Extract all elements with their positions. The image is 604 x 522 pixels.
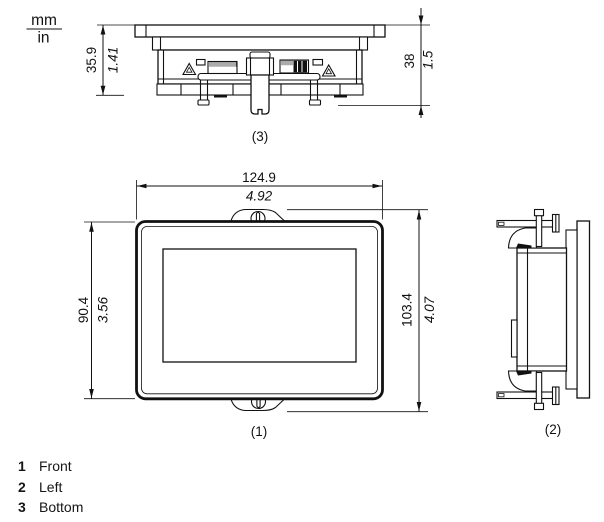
dim-depth-body-in: 1.41 [106, 47, 121, 73]
dim-depth-overall-in: 1.5 [421, 50, 436, 69]
technical-drawing: mm in [26, 8, 591, 439]
dimension-width: 124.9 4.92 [136, 170, 383, 220]
port-right [312, 58, 324, 66]
terminal-block-left [207, 60, 238, 75]
units-mm-label: mm [31, 12, 57, 29]
legend-item-bottom: 3 Bottom [18, 500, 83, 514]
dimension-depth-overall: 38 1.5 [338, 8, 436, 118]
foot-pad [334, 95, 347, 98]
side-bezel-front-plate [576, 220, 591, 399]
mounting-clamp-bottom [496, 370, 560, 411]
mounting-clamp-top [496, 208, 560, 249]
dimension-height-bezel: 90.4 3.56 [76, 221, 135, 400]
legend-label: Left [39, 478, 63, 495]
side-connector-tab [510, 319, 518, 358]
warning-triangle-right [321, 63, 336, 77]
units-in-label: in [37, 30, 49, 47]
units-fraction: mm in [26, 12, 62, 47]
side-bezel-back-plate [565, 229, 578, 390]
left-view-label: (2) [545, 422, 562, 437]
front-bezel-inner-line [141, 226, 378, 395]
clamp-pin [535, 371, 543, 405]
legend-number: 1 [18, 458, 26, 474]
mounting-hook-left [197, 80, 210, 106]
legend-number: 2 [18, 478, 26, 495]
dim-width-mm: 124.9 [242, 170, 276, 185]
dim-height-bezel-mm: 90.4 [76, 296, 91, 323]
dim-depth-overall-mm: 38 [402, 53, 417, 68]
port-left [195, 58, 206, 66]
legend-label: Bottom [39, 499, 84, 515]
legend-number: 3 [18, 499, 26, 515]
display-screen [162, 248, 357, 363]
front-view-drawing: 124.9 4.92 90.4 3.56 103.4 4 [76, 170, 437, 439]
clamp-screw-shaft [496, 391, 558, 400]
dim-height-bezel-in: 3.56 [96, 296, 111, 323]
dimension-depth-body: 35.9 1.41 [84, 25, 124, 96]
legend-label: Front [39, 458, 72, 474]
bezel-step [151, 36, 369, 51]
view-legend: 1 Front 2 Left 3 Bottom [18, 459, 83, 521]
usb-connector [245, 51, 275, 115]
clamp-pin [535, 214, 543, 248]
bottom-view-drawing: 35.9 1.41 38 1.5 (3) [84, 8, 436, 144]
bottom-view-label: (3) [252, 129, 269, 144]
left-view-drawing: (2) [496, 208, 591, 437]
mounting-hook-right [308, 80, 322, 106]
dim-height-overall-in: 4.07 [422, 296, 437, 323]
cable-strip [250, 74, 270, 115]
clamp-screw-shaft [496, 219, 558, 228]
dimension-height-overall: 103.4 4.07 [287, 209, 437, 413]
side-body [516, 247, 568, 372]
dim-depth-body-mm: 35.9 [84, 47, 99, 73]
foot-pad [214, 95, 227, 98]
legend-item-front: 1 Front [18, 459, 83, 473]
terminal-block-right [279, 59, 310, 74]
bezel-flange [134, 24, 386, 38]
dim-width-in: 4.92 [246, 189, 273, 204]
warning-triangle-left [182, 62, 197, 76]
front-view-label: (1) [251, 424, 268, 439]
legend-item-left: 2 Left [18, 480, 83, 494]
dim-height-overall-mm: 103.4 [400, 293, 415, 327]
